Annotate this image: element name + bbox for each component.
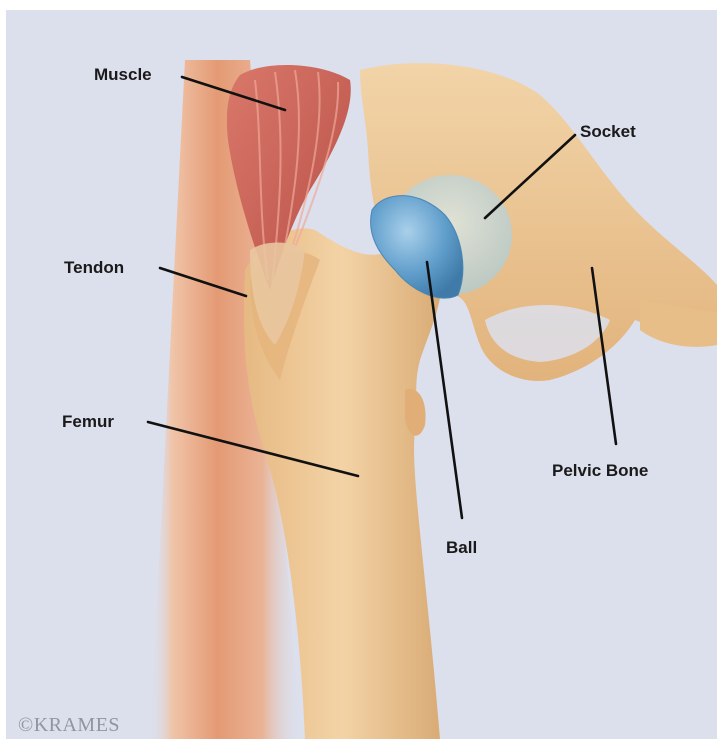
femur-label: Femur (62, 412, 114, 431)
muscle-label: Muscle (94, 65, 152, 84)
socket-label: Socket (580, 122, 636, 141)
tendon-label: Tendon (64, 258, 124, 277)
ball-label: Ball (446, 538, 477, 557)
pelvic-bone-label: Pelvic Bone (552, 461, 648, 480)
copyright-mark: ©KRAMES (18, 714, 120, 736)
